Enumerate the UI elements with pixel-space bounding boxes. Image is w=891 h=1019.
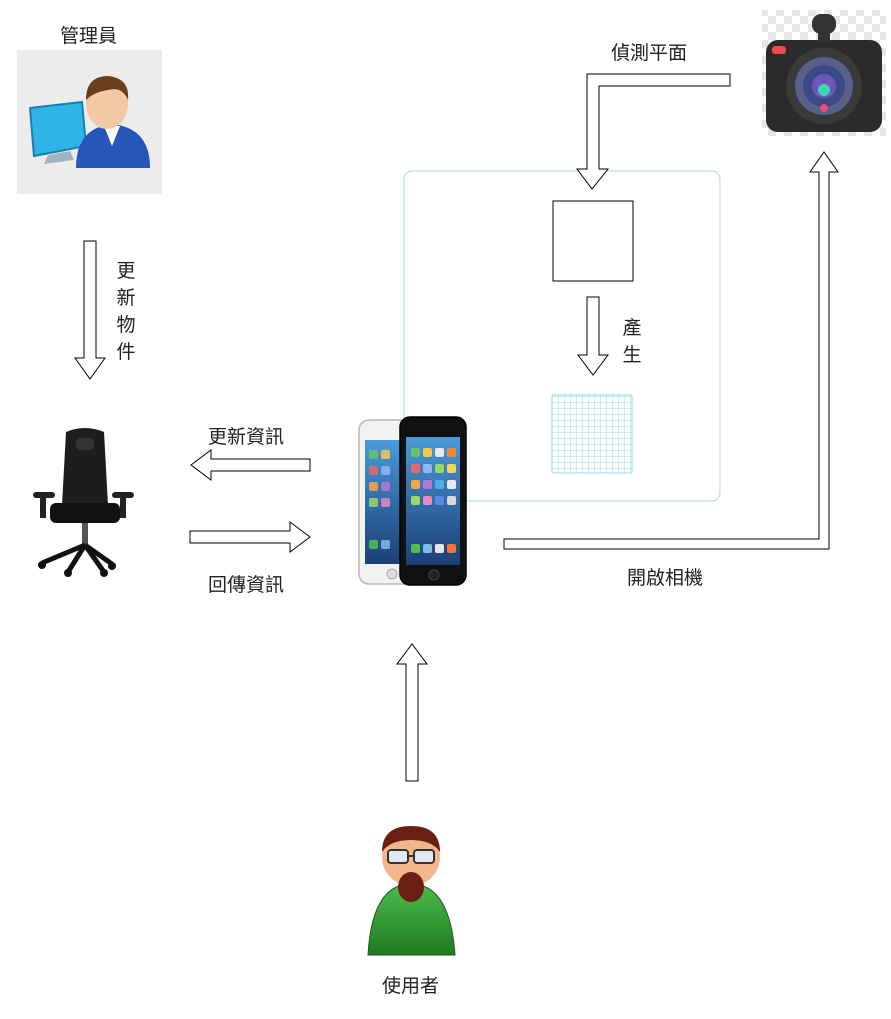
arrow-open-camera	[503, 151, 839, 550]
admin-icon	[17, 50, 162, 194]
arrow-admin-to-chair	[74, 240, 106, 380]
admin-label: 管理員	[60, 25, 118, 47]
office-chair-icon	[33, 428, 134, 577]
camera-icon	[762, 10, 886, 136]
return-info-label: 回傳資訊	[208, 574, 285, 596]
arrow-generate	[577, 296, 609, 376]
detect-plane-label: 偵測平面	[611, 42, 688, 64]
arrow-detect-plane	[576, 73, 731, 190]
update-info-label: 更新資訊	[208, 426, 285, 448]
arrow-return-info	[189, 521, 311, 553]
plane-box	[552, 200, 634, 282]
smartphone-icon	[358, 416, 467, 586]
update-object-label: 更新物件	[116, 260, 136, 363]
user-avatar-icon	[367, 826, 456, 956]
open-camera-label: 開啟相機	[627, 567, 704, 589]
generate-label: 產生	[622, 317, 642, 366]
ar-session-frame	[403, 170, 721, 502]
generated-grid	[551, 394, 633, 474]
user-label: 使用者	[382, 975, 440, 997]
arrow-update-info	[190, 449, 311, 481]
arrow-user-to-phone	[396, 643, 428, 782]
